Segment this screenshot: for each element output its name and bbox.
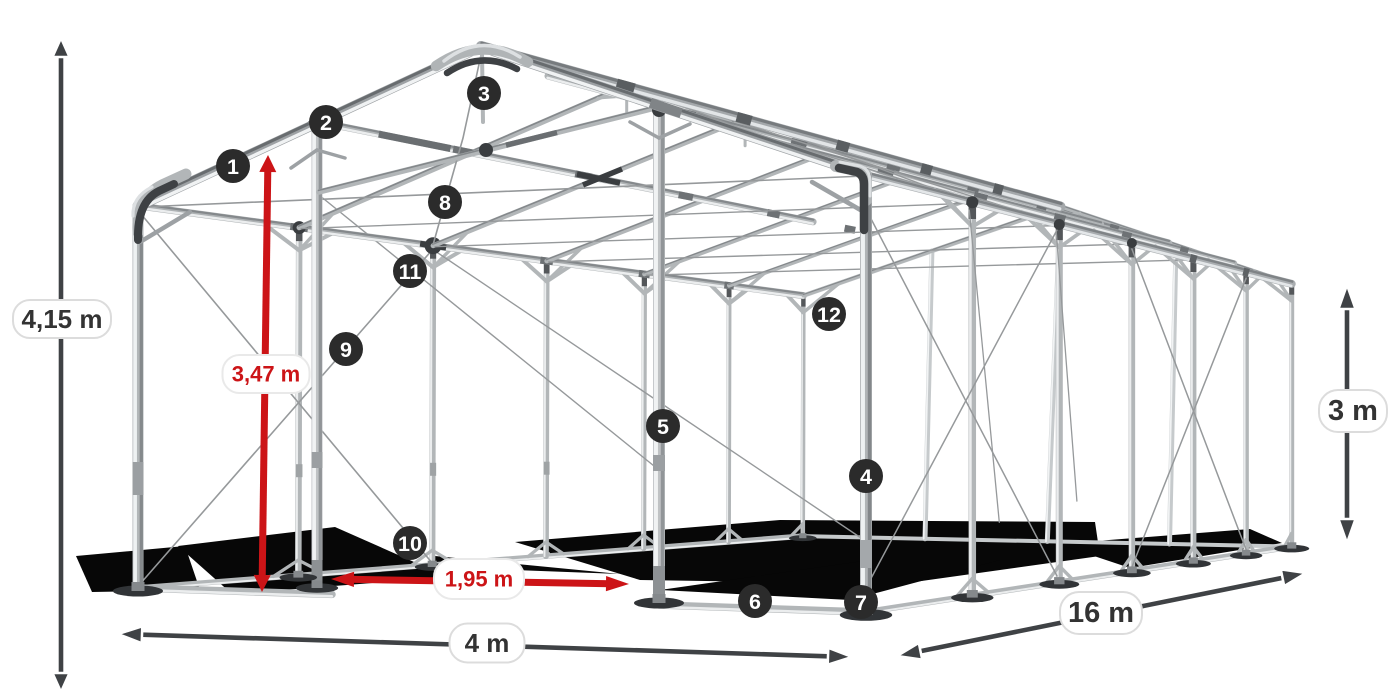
svg-text:4: 4 (860, 465, 872, 489)
svg-text:6: 6 (749, 590, 761, 614)
svg-text:8: 8 (439, 191, 451, 215)
svg-text:1,95 m: 1,95 m (445, 567, 514, 592)
svg-text:9: 9 (340, 338, 352, 362)
svg-text:5: 5 (657, 415, 669, 439)
svg-text:16 m: 16 m (1068, 597, 1134, 629)
svg-text:11: 11 (399, 260, 422, 284)
svg-text:3: 3 (478, 82, 490, 106)
svg-text:4,15 m: 4,15 m (22, 304, 103, 334)
svg-text:12: 12 (817, 303, 841, 327)
svg-text:2: 2 (320, 111, 332, 135)
svg-text:10: 10 (398, 532, 422, 556)
svg-text:4 m: 4 m (465, 628, 510, 658)
svg-text:3,47 m: 3,47 m (232, 362, 301, 387)
svg-text:1: 1 (227, 155, 239, 179)
svg-text:7: 7 (855, 591, 867, 615)
svg-text:3 m: 3 m (1328, 395, 1378, 427)
